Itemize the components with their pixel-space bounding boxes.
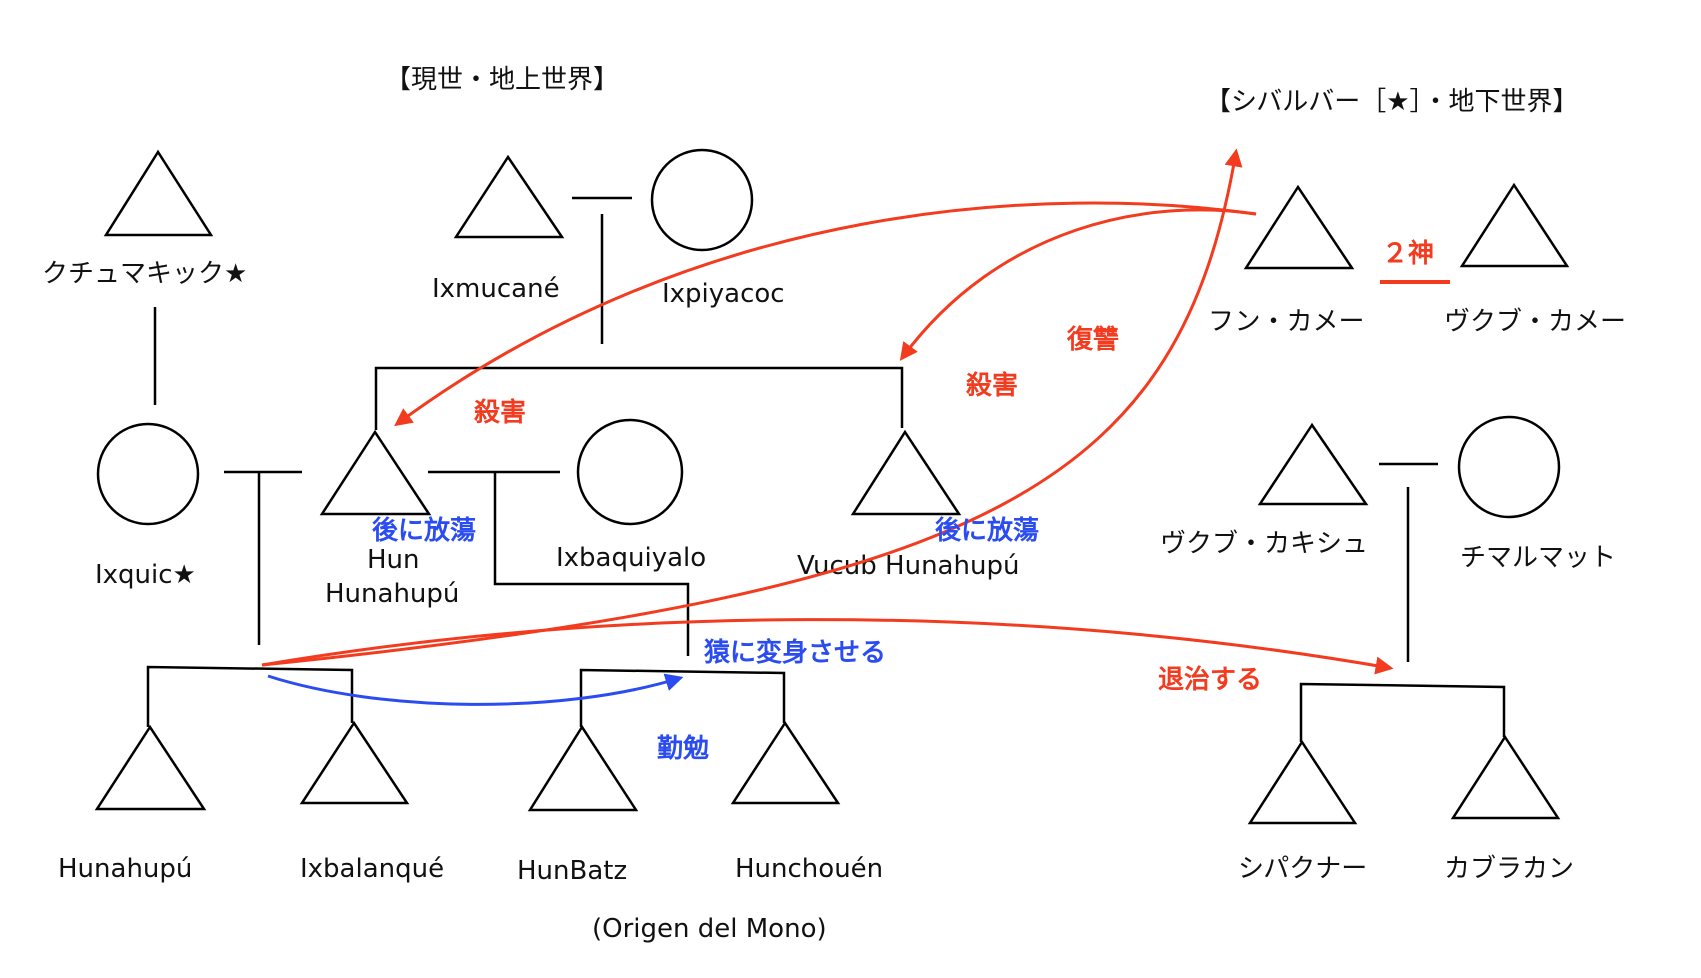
- vucub-caquix-triangle: [1257, 422, 1369, 506]
- ixbalanque-triangle: [299, 720, 410, 805]
- revenge-label: 復讐: [1066, 324, 1119, 355]
- murder-label-2: 殺害: [966, 370, 1018, 401]
- defeat-label: 退治する: [1158, 665, 1262, 695]
- zipacna-triangle: [1247, 739, 1358, 825]
- study-label: 勤勉: [657, 734, 709, 764]
- murder-arrow-hun: [394, 201, 1257, 427]
- chimalmat-circle: [1457, 415, 1561, 519]
- later-dissolute-label-1: 後に放蕩: [372, 515, 476, 546]
- defeat-arrow: [261, 618, 1394, 675]
- vucub-hunahpu-triangle: [850, 429, 962, 516]
- ixquic-label: Ixquic★: [95, 560, 196, 590]
- ixpiyacoc-label: Ixpiyacoc: [662, 279, 785, 309]
- vucub-caquix-label: ヴクブ・カキシュ: [1160, 529, 1368, 559]
- origin-of-monkey-note: (Origen del Mono): [592, 914, 827, 944]
- murder-label-1: 殺害: [474, 397, 526, 428]
- ixquic-circle: [96, 422, 200, 526]
- vucub-hunahpu-label: Vucub Hunahupú: [797, 551, 1019, 581]
- monkey-brothers-sibling-bar: [579, 668, 786, 727]
- twins-sibling-bar: [146, 665, 354, 727]
- kuchumakick-triangle: [103, 149, 214, 237]
- hun-came-label: フン・カメー: [1208, 307, 1365, 337]
- ixpiyacoc-circle: [650, 148, 754, 252]
- hun-hunahpu-label-line2: Hunahupú: [325, 579, 459, 609]
- transform-arrow: [267, 673, 684, 706]
- hun-came-triangle: [1243, 184, 1355, 270]
- hunbatz-triangle: [527, 724, 639, 812]
- turn-into-monkeys-label: 猿に変身させる: [703, 637, 886, 668]
- underworld-header: 【シバルバー［★］・地下世界】: [1205, 87, 1579, 117]
- ixmucane-label: Ixmucané: [432, 274, 560, 304]
- ixbaquiyalo-circle: [576, 418, 684, 526]
- ixbaquiyalo-label: Ixbaquiyalo: [556, 543, 706, 573]
- hunahpu-label: Hunahupú: [58, 854, 192, 884]
- cabracan-triangle: [1450, 734, 1561, 820]
- hun-ixbaquiyalo-descent-line: [493, 472, 690, 656]
- hunchouen-triangle: [730, 720, 841, 805]
- cabracan-label: カブラカン: [1444, 854, 1574, 884]
- hun-hunahpu-triangle: [319, 429, 432, 516]
- murder-arrow-vucub: [899, 208, 1257, 361]
- hunchouen-label: Hunchouén: [735, 854, 883, 884]
- two-gods-note: ２神: [1382, 239, 1434, 269]
- giant-sons-sibling-bar: [1299, 682, 1506, 742]
- hunahpu-triangle: [94, 724, 207, 811]
- vucub-came-label: ヴクブ・カメー: [1444, 307, 1626, 337]
- vucub-came-triangle: [1459, 182, 1570, 268]
- zipacna-label: シパクナー: [1238, 854, 1367, 884]
- hun-hunahpu-label-line1: Hun: [367, 545, 420, 575]
- chimalmat-label: チマルマット: [1460, 543, 1616, 573]
- upper-world-header: 【現世・地上世界】: [385, 65, 619, 95]
- brothers-sibling-bar: [374, 366, 904, 430]
- hunbatz-label: HunBatz: [517, 856, 627, 886]
- ixmucane-triangle: [453, 154, 565, 239]
- later-dissolute-label-2: 後に放蕩: [935, 515, 1039, 546]
- ixbalanque-label: Ixbalanqué: [300, 854, 444, 884]
- kuchumakick-label: クチュマキック★: [42, 259, 247, 289]
